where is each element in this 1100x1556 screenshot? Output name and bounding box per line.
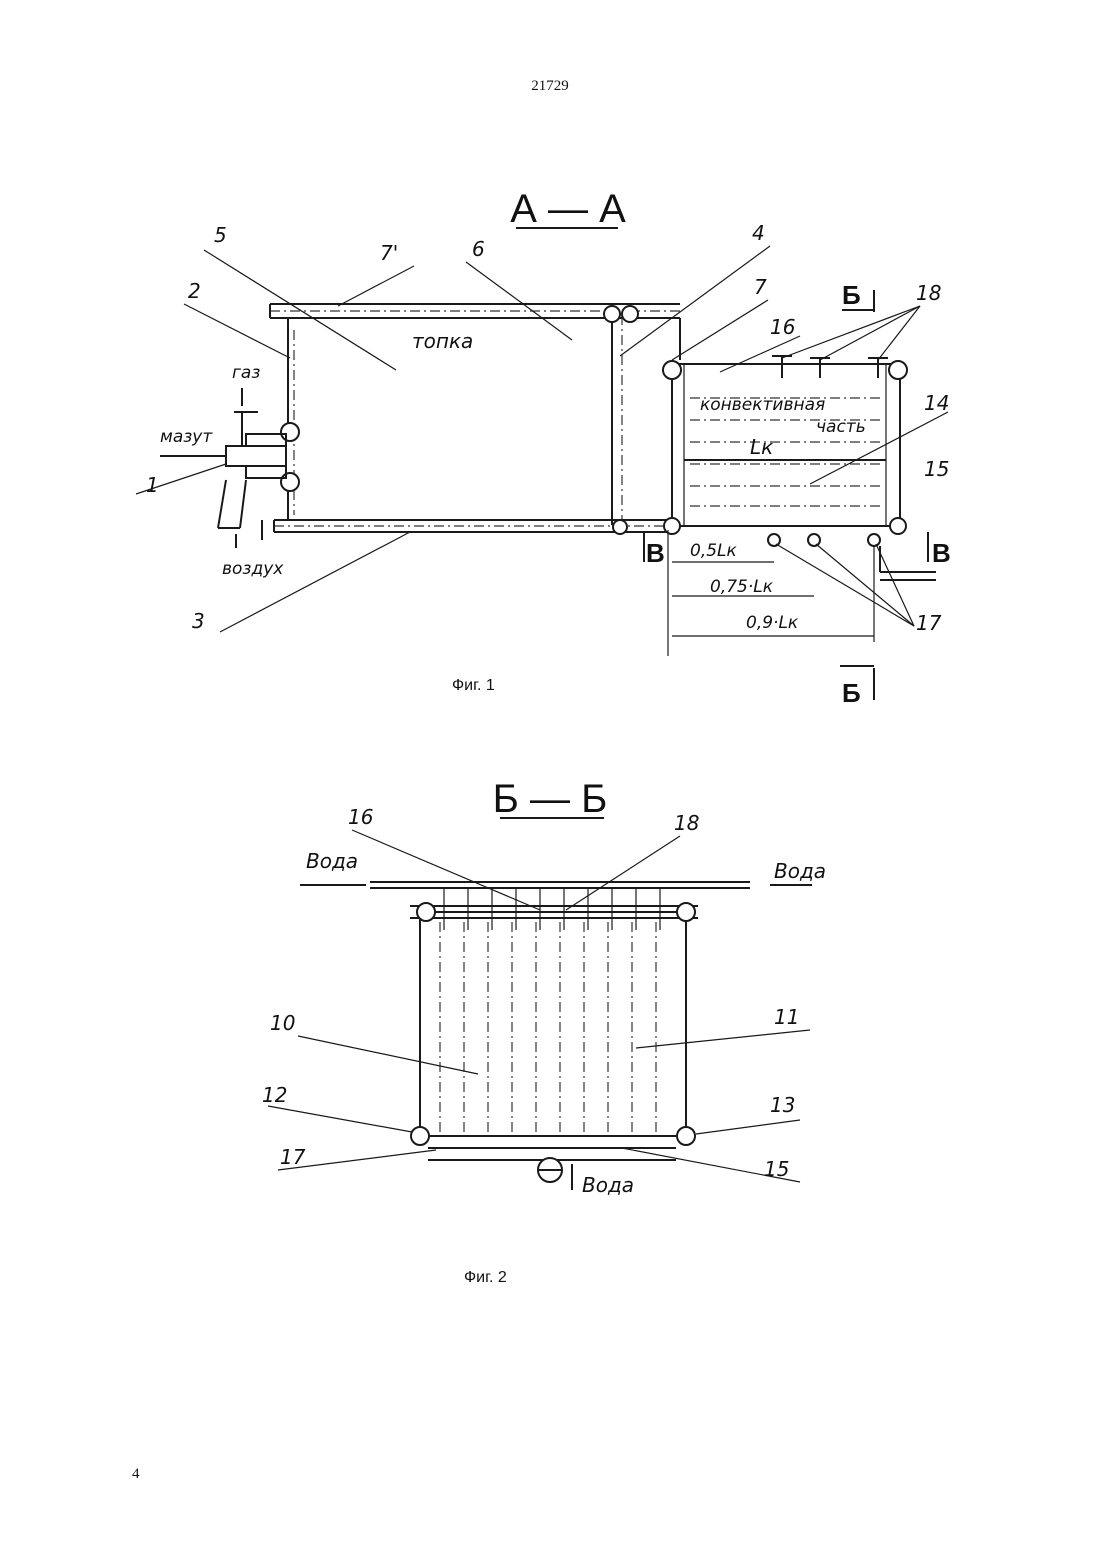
header-circle <box>417 903 435 921</box>
callout-2: 2 <box>188 279 201 303</box>
header-circle <box>663 361 681 379</box>
leader-5 <box>204 250 396 370</box>
nozzle-circle <box>868 534 880 546</box>
leader-17b <box>816 544 914 626</box>
pipe-circle <box>622 306 638 322</box>
leader-16 <box>352 830 540 910</box>
air-label: воздух <box>222 559 284 579</box>
convective-label-1: конвективная <box>700 395 825 415</box>
nozzle-circle <box>768 534 780 546</box>
water-label-left: Вода <box>306 849 358 873</box>
document-number: 21729 <box>531 78 569 94</box>
callout-5: 5 <box>214 223 227 247</box>
cut-v-left: В <box>646 538 665 568</box>
callout-10: 10 <box>270 1011 295 1035</box>
leader-10 <box>298 1036 478 1074</box>
page-number: 4 <box>132 1466 140 1482</box>
callout-18: 18 <box>674 811 699 835</box>
callout-11: 11 <box>774 1005 799 1029</box>
callout-18: 18 <box>916 281 941 305</box>
header-circle <box>411 1127 429 1145</box>
water-label-right: Вода <box>774 859 826 883</box>
figure-1: А — А топка <box>136 187 951 708</box>
pipe-circle <box>281 473 299 491</box>
callout-13: 13 <box>770 1093 795 1117</box>
pipe-circle <box>613 520 627 534</box>
cut-b-top: Б <box>842 280 861 310</box>
header-circle <box>890 518 906 534</box>
pipe-circle <box>604 306 620 322</box>
fig1-caption: Фиг. 1 <box>452 677 495 694</box>
leader-11 <box>636 1030 810 1048</box>
length-label: Lк <box>750 435 773 459</box>
fig2-caption: Фиг. 2 <box>464 1269 507 1286</box>
callout-3: 3 <box>192 609 205 633</box>
callout-16: 16 <box>770 315 795 339</box>
leader-4 <box>620 246 770 356</box>
tube-bank <box>410 888 698 1190</box>
furnace-label: топка <box>412 329 473 353</box>
header-circle <box>664 518 680 534</box>
pipe-circle <box>281 423 299 441</box>
callout-15: 15 <box>924 457 949 481</box>
callout-6: 6 <box>472 237 485 261</box>
mazut-label: мазут <box>160 427 213 447</box>
leader-2 <box>184 304 290 358</box>
header-circle <box>889 361 907 379</box>
burner <box>160 388 286 548</box>
water-label-out: Вода <box>582 1173 634 1197</box>
cut-v-right: В <box>932 538 951 568</box>
callout-7: 7 <box>754 275 767 299</box>
gas-label: газ <box>232 363 260 383</box>
leader-12 <box>268 1106 412 1132</box>
dim-075: 0,75·Lк <box>710 577 774 597</box>
callout-7-prime: 7' <box>380 241 398 265</box>
leader-7p <box>338 266 414 306</box>
fig1-section-title: А — А <box>510 187 626 231</box>
callout-15: 15 <box>764 1157 789 1181</box>
callout-17: 17 <box>280 1145 306 1169</box>
leader-17c <box>876 544 914 626</box>
leader-13 <box>696 1120 800 1134</box>
leader-18b <box>820 306 920 360</box>
cut-b-bottom: Б <box>842 678 861 708</box>
furnace-frame <box>270 304 680 534</box>
callout-1: 1 <box>146 473 159 497</box>
dim-09: 0,9·Lк <box>746 613 799 633</box>
convective-label-2: часть <box>816 417 866 437</box>
fig2-section-title: Б — Б <box>493 777 608 821</box>
callout-12: 12 <box>262 1083 287 1107</box>
callout-14: 14 <box>924 391 949 415</box>
leader-16 <box>720 336 800 372</box>
figure-2: Б — Б Вода Вода <box>262 777 826 1286</box>
nozzle-circle <box>808 534 820 546</box>
dim-05: 0,5Lк <box>690 541 738 561</box>
leader-3 <box>220 532 410 632</box>
callout-17: 17 <box>916 611 942 635</box>
callout-4: 4 <box>752 221 765 245</box>
leader-7 <box>672 300 768 360</box>
header-circle <box>677 903 695 921</box>
leader-6 <box>466 262 572 340</box>
callout-16: 16 <box>348 805 373 829</box>
header-circle <box>677 1127 695 1145</box>
leader-18 <box>566 836 680 910</box>
